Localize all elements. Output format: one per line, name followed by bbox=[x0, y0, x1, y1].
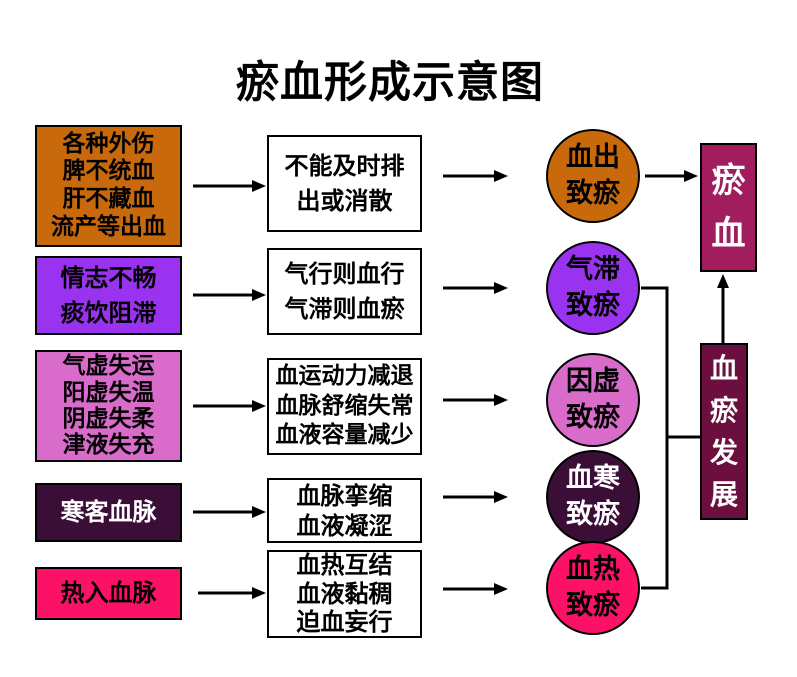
bracket-circles-to-development bbox=[641, 286, 669, 590]
page-title: 瘀血形成示意图 bbox=[236, 58, 544, 108]
result-circle-cold-stasis: 血寒 致瘀 bbox=[546, 450, 640, 544]
cause-box-bleeding: 各种外伤 脾不统血 肝不藏血 流产等出血 bbox=[35, 125, 182, 247]
cause-box-emotion-phlegm: 情志不畅 痰饮阻滞 bbox=[35, 256, 182, 335]
mechanism-box-qi-flow: 气行则血行 气滞则血瘀 bbox=[267, 248, 422, 335]
cause-box-deficiency: 气虚失运 阳虚失温 阴虚失柔 津液失充 bbox=[35, 350, 182, 462]
mechanism-box-vessel-contraction: 血脉挛缩 血液凝涩 bbox=[267, 478, 422, 543]
outcome-box-blood-stasis: 瘀 血 bbox=[700, 143, 757, 272]
result-circle-qi-stagnation-stasis: 气滞 致瘀 bbox=[546, 241, 640, 335]
cause-box-cold: 寒客血脉 bbox=[35, 483, 182, 542]
cause-box-heat: 热入血脉 bbox=[35, 567, 182, 620]
mechanism-box-heat-binding: 血热互结 血液黏稠 迫血妄行 bbox=[267, 550, 422, 638]
result-circle-heat-stasis: 血热 致瘀 bbox=[546, 541, 640, 635]
outcome-box-stasis-development: 血 瘀 发 展 bbox=[700, 343, 748, 520]
result-circle-deficiency-stasis: 因虚 致瘀 bbox=[546, 353, 640, 447]
result-circle-bleeding-stasis: 血出 致瘀 bbox=[546, 129, 640, 223]
mechanism-box-weak-circulation: 血运动力减退 血脉舒缩失常 血液容量减少 bbox=[267, 358, 422, 455]
mechanism-box-not-dispersed: 不能及时排 出或消散 bbox=[267, 135, 422, 232]
